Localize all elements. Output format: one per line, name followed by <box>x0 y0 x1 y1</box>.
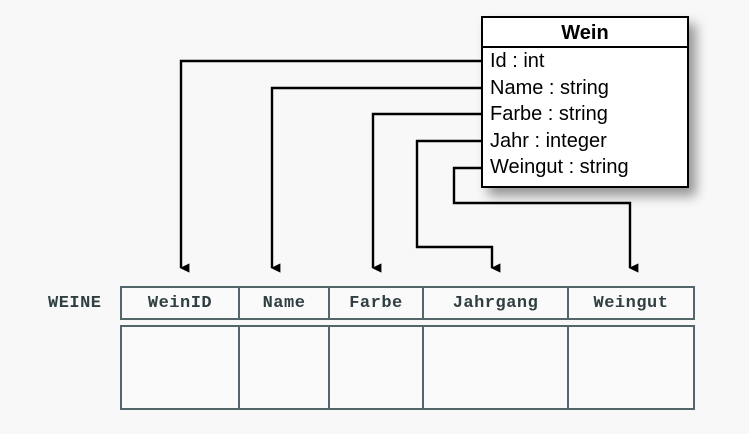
relation-name: WEINE <box>48 294 102 313</box>
uml-class-box[interactable]: Wein Id : int Name : string Farbe : stri… <box>481 16 689 188</box>
connector-farbe-to-farbe <box>371 112 481 273</box>
column-header-farbe[interactable]: Farbe <box>330 288 424 318</box>
connector-jahr-to-jahrgang <box>415 139 501 273</box>
uml-attribute: Id : int <box>490 50 545 72</box>
uml-attribute: Weingut : string <box>490 156 629 179</box>
column-header-weinid[interactable]: WeinID <box>122 288 240 318</box>
uml-class-name: Wein <box>483 18 687 48</box>
uml-attribute: Jahr : integer <box>490 129 607 152</box>
column-header-name[interactable]: Name <box>240 288 330 318</box>
relation-header-row: WeinID Name Farbe Jahrgang Weingut <box>120 286 695 320</box>
uml-attribute-list: Id : int Name : string Farbe : string Ja… <box>483 48 687 181</box>
uml-attribute: Name : string <box>490 76 609 99</box>
table-cell[interactable] <box>424 327 569 408</box>
connector-weingut-to-weingut <box>452 166 639 273</box>
connector-id-to-weinid <box>179 59 481 273</box>
connector-name-to-name <box>270 86 481 273</box>
table-cell[interactable] <box>240 327 330 408</box>
table-row <box>120 325 695 410</box>
uml-attribute: Farbe : string <box>490 103 608 126</box>
table-cell[interactable] <box>330 327 424 408</box>
column-header-jahrgang[interactable]: Jahrgang <box>424 288 569 318</box>
column-header-weingut[interactable]: Weingut <box>593 293 669 313</box>
table-cell[interactable] <box>122 327 240 408</box>
table-cell[interactable] <box>569 327 693 408</box>
